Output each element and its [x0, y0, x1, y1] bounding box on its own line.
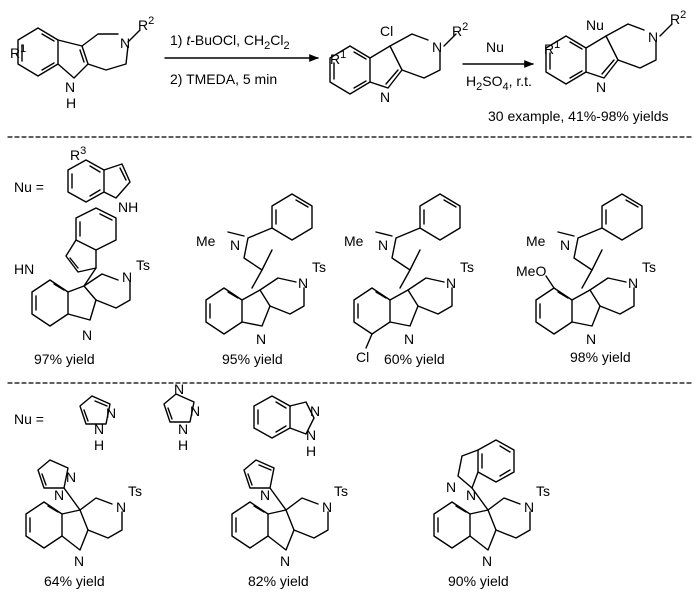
- n-atom-3: N: [380, 89, 390, 105]
- product-5-n-4: N: [74, 553, 84, 569]
- indazole-nh: N: [306, 427, 316, 443]
- product-5-n: N: [66, 469, 76, 485]
- product-2-n-2: N: [256, 331, 266, 347]
- product-6-n-2: N: [322, 499, 332, 515]
- n-atom-2: N: [432, 39, 442, 55]
- pyrazole-h: H: [94, 437, 104, 453]
- yield-6: 82% yield: [248, 573, 309, 589]
- product-1-n: N: [122, 269, 132, 285]
- product-6-ts: Ts: [334, 483, 348, 499]
- indazole-structure: [253, 395, 315, 439]
- product-7-n-2: N: [466, 487, 476, 503]
- nu-equals-label-2: Nu =: [14, 411, 44, 427]
- product-2-me: Me: [196, 233, 216, 249]
- product-1-ts: Ts: [136, 257, 150, 273]
- yield-7: 90% yield: [448, 573, 509, 589]
- yield-3: 60% yield: [384, 351, 445, 367]
- yield-2: 95% yield: [222, 351, 283, 367]
- product-2-ts: Ts: [312, 259, 326, 275]
- triazole-n-1: N: [174, 381, 184, 397]
- h-atom: H: [66, 95, 76, 111]
- triazole-n-2: N: [190, 403, 200, 419]
- r1-label-3: R1: [544, 39, 560, 57]
- yield-1: 97% yield: [34, 351, 95, 367]
- scope-note: 30 example, 41%-98% yields: [488, 108, 669, 124]
- product-4-n-2: N: [586, 331, 596, 347]
- nh-atom: N: [65, 79, 75, 95]
- product-5-structure: [25, 459, 123, 551]
- product-7-n-4: N: [482, 553, 492, 569]
- indazole-n: N: [310, 403, 320, 419]
- step2-conditions: H2SO4, r.t.: [466, 73, 532, 93]
- cl-atom: Cl: [380, 23, 393, 39]
- pyrazole-structure: [79, 395, 111, 425]
- starting-material-structure: [17, 27, 141, 79]
- product-4-structure: [535, 193, 643, 335]
- product-2-structure: [205, 193, 313, 335]
- r1-label-2: R1: [330, 49, 346, 67]
- product-6-structure: [231, 459, 329, 551]
- product-4-meo: MeO: [516, 263, 546, 279]
- r2-label-2: R2: [452, 21, 468, 39]
- product-5-ts: Ts: [128, 483, 142, 499]
- product-1-structure: [31, 207, 131, 327]
- n-atom-4: N: [648, 29, 658, 45]
- r2-label: R2: [138, 15, 154, 33]
- product-1-hn: HN: [14, 261, 34, 277]
- yield-4: 98% yield: [570, 349, 631, 365]
- indole-nucleophile-structure: [67, 159, 131, 203]
- product-6-n-3: N: [280, 553, 290, 569]
- nu-atom: Nu: [586, 17, 604, 33]
- r3-label: R3: [70, 145, 86, 163]
- product-3-n: N: [446, 275, 456, 291]
- step2-reagent: Nu: [486, 39, 504, 55]
- indole-nh: NH: [118, 199, 138, 215]
- triazole-n-3: N: [178, 421, 188, 437]
- product-6-n: N: [260, 487, 270, 503]
- n-atom-5: N: [596, 79, 606, 95]
- product-1-n-2: N: [82, 327, 92, 343]
- n-atom: N: [120, 35, 130, 51]
- product-7-ts: Ts: [536, 483, 550, 499]
- product-5-n-3: N: [116, 499, 126, 515]
- product-4-me: Me: [526, 233, 546, 249]
- product-4-n: N: [628, 275, 638, 291]
- product-structure: [545, 23, 673, 85]
- nu-equals-label-1: Nu =: [14, 179, 44, 195]
- chloroindolenine-structure: [329, 33, 457, 95]
- product-4-ts: Ts: [642, 259, 656, 275]
- product-5-n-2: N: [54, 487, 64, 503]
- pyrazole-n: N: [106, 405, 116, 421]
- product-3-structure: [353, 193, 461, 349]
- product-7-n: N: [446, 479, 456, 495]
- product-7-structure: [433, 439, 531, 551]
- product-3-n-2: N: [404, 331, 414, 347]
- r2-label-3: R2: [670, 9, 686, 27]
- product-7-n-3: N: [524, 499, 534, 515]
- product-3-n-indole: N: [378, 237, 388, 253]
- product-2-n-indole: N: [230, 237, 240, 253]
- triazole-structure: [163, 393, 195, 423]
- product-2-n: N: [298, 275, 308, 291]
- product-3-me: Me: [344, 233, 364, 249]
- product-3-ts: Ts: [460, 259, 474, 275]
- product-4-n-indole: N: [560, 237, 570, 253]
- yield-5: 64% yield: [44, 573, 105, 589]
- r1-label: R1: [10, 43, 26, 61]
- triazole-h: H: [178, 437, 188, 453]
- step1-conditions-line1: 1) t-BuOCl, CH2Cl2: [170, 32, 290, 52]
- step1-conditions-line2: 2) TMEDA, 5 min: [170, 71, 277, 87]
- product-3-cl: Cl: [356, 349, 369, 365]
- indazole-h: H: [306, 443, 316, 459]
- pyrazole-n-2: N: [94, 421, 104, 437]
